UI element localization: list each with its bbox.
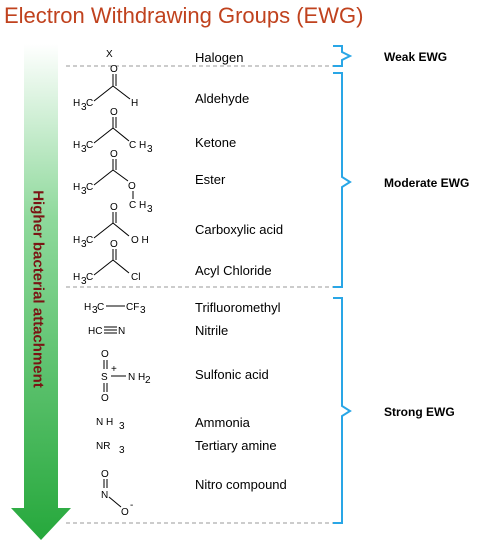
structure-nitrile: HC N <box>88 326 125 337</box>
svg-text:O: O <box>110 149 118 160</box>
group-name-carboxylic-acid: Carboxylic acid <box>195 222 284 237</box>
group-name-halogen: Halogen <box>195 50 244 65</box>
group-name-sulfonic-acid: Sulfonic acid <box>195 367 269 382</box>
svg-text:H: H <box>84 302 91 313</box>
brace-strong <box>333 297 352 524</box>
category-moderate: Moderate EWG <box>384 176 470 190</box>
svg-text:O: O <box>128 181 136 192</box>
svg-text:3: 3 <box>81 144 87 155</box>
group-name-ester: Ester <box>195 172 226 187</box>
group-name-acyl-chloride: Acyl Chloride <box>195 263 272 278</box>
svg-text:Cl: Cl <box>131 272 140 283</box>
svg-text:N: N <box>118 326 125 337</box>
category-strong: Strong EWG <box>384 405 455 419</box>
svg-text:3: 3 <box>81 276 87 287</box>
group-name-trifluoromethyl: Trifluoromethyl <box>195 300 281 315</box>
svg-text:3: 3 <box>147 204 153 215</box>
svg-text:CF: CF <box>126 302 139 313</box>
group-name-ammonia: Ammonia <box>195 415 250 430</box>
svg-text:3: 3 <box>119 445 125 456</box>
svg-text:+: + <box>111 364 117 375</box>
svg-text:O: O <box>121 507 129 518</box>
svg-text:3: 3 <box>92 305 98 316</box>
svg-text:O: O <box>110 202 118 213</box>
svg-text:3: 3 <box>81 102 87 113</box>
category-weak: Weak EWG <box>384 50 448 64</box>
diagram-title: Electron Withdrawing Groups (EWG) <box>4 3 364 28</box>
svg-text:N: N <box>101 490 108 501</box>
svg-text:C H: C H <box>129 200 146 211</box>
svg-text:C H: C H <box>129 140 146 151</box>
svg-text:H: H <box>73 98 80 109</box>
svg-text:-: - <box>130 500 133 511</box>
svg-text:N H: N H <box>128 372 145 383</box>
svg-text:N H: N H <box>96 417 113 428</box>
svg-text:O: O <box>110 107 118 118</box>
svg-text:C: C <box>86 235 93 246</box>
svg-text:C: C <box>86 98 93 109</box>
group-name-nitrile: Nitrile <box>195 323 229 338</box>
group-name-aldehyde: Aldehyde <box>195 91 250 106</box>
structure-halogen: X <box>106 49 113 60</box>
svg-text:H: H <box>131 98 138 109</box>
svg-text:3: 3 <box>81 239 87 250</box>
group-name-ketone: Ketone <box>195 135 237 150</box>
group-name-tertiary-amine: Tertiary amine <box>195 438 277 453</box>
svg-text:H: H <box>73 140 80 151</box>
brace-moderate <box>333 72 352 288</box>
svg-text:C: C <box>97 302 104 313</box>
svg-text:3: 3 <box>81 186 87 197</box>
svg-text:O: O <box>101 469 109 480</box>
svg-text:3: 3 <box>147 144 153 155</box>
svg-text:C: C <box>86 182 93 193</box>
svg-text:O: O <box>110 64 118 75</box>
svg-text:C: C <box>86 272 93 283</box>
svg-text:O H: O H <box>131 235 149 246</box>
structure-nitro: O N O- <box>101 469 133 518</box>
svg-text:S: S <box>101 372 108 383</box>
group-name-nitro-compound: Nitro compound <box>195 477 287 492</box>
svg-text:3: 3 <box>140 305 146 316</box>
svg-text:O: O <box>101 393 109 404</box>
svg-text:H: H <box>73 235 80 246</box>
svg-text:2: 2 <box>145 375 151 386</box>
svg-text:O: O <box>110 239 118 250</box>
brace-weak <box>333 45 353 67</box>
attachment-arrow <box>11 44 71 540</box>
svg-text:NR: NR <box>96 441 110 452</box>
svg-text:C: C <box>86 140 93 151</box>
svg-text:H: H <box>73 272 80 283</box>
structure-tertiary-amine: NR 3 <box>96 441 125 456</box>
svg-text:H: H <box>73 182 80 193</box>
svg-text:HC: HC <box>88 326 102 337</box>
structure-ammonia: N H 3 <box>96 417 125 432</box>
svg-text:X: X <box>106 49 113 60</box>
svg-text:O: O <box>101 349 109 360</box>
svg-text:3: 3 <box>119 421 125 432</box>
